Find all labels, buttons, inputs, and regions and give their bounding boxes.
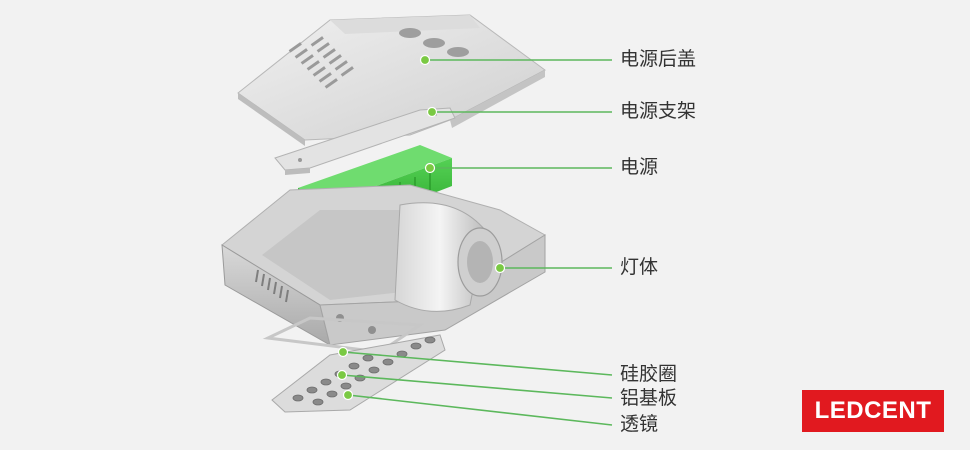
label-power: 电源: [620, 156, 659, 178]
ledcent-logo: LEDCENT: [802, 390, 944, 432]
label-aluminum-board: 铝基板: [620, 387, 678, 409]
power-back-cover: [237, 14, 546, 146]
callout-dots: [336, 54, 506, 401]
lens-array: [292, 336, 436, 406]
label-gasket: 硅胶圈: [620, 363, 678, 385]
label-lens: 透镜: [620, 413, 659, 435]
label-body: 灯体: [620, 256, 659, 278]
vent-slots: [288, 36, 354, 89]
label-bracket: 电源支架: [620, 100, 697, 122]
callouts: [341, 59, 613, 426]
cable-holes: [399, 28, 469, 57]
power-bracket: [274, 107, 456, 175]
label-back-cover: 电源后盖: [620, 48, 697, 70]
